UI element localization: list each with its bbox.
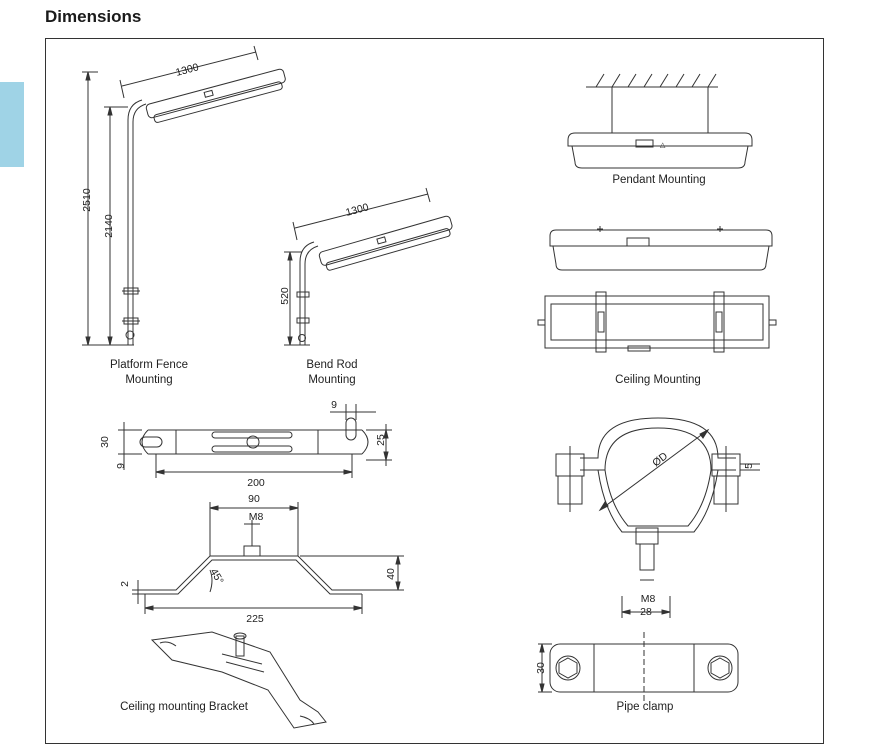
dim-plate-height: 30 [99, 436, 111, 448]
page-title: Dimensions [45, 7, 142, 26]
dim-clamp-side: 5 [743, 463, 755, 469]
caption-pipe-clamp: Pipe clamp [617, 701, 674, 713]
ceiling-mounting-drawing [537, 226, 777, 353]
caption-bend-1: Bend Rod [306, 359, 357, 371]
pendant-drawing: △ [567, 73, 753, 169]
dim-clamp-bolt: M8 [641, 593, 656, 605]
dim-clamp-diameter: ØD [650, 450, 670, 469]
pipe-clamp-plate-drawing [538, 632, 739, 704]
dim-bracket-bolt: M8 [249, 511, 264, 523]
caption-ceiling: Ceiling Mounting [615, 374, 701, 386]
bend-rod-drawing [284, 187, 453, 346]
dim-plate-slot-top: 9 [331, 399, 337, 411]
dim-bend-height: 520 [279, 287, 291, 305]
pipe-clamp-front-drawing [555, 417, 760, 618]
platform-fence-drawing [82, 45, 286, 346]
dim-clamp-width: 28 [640, 606, 652, 618]
caption-bend-2: Mounting [308, 374, 355, 386]
caption-platform-2: Mounting [125, 374, 172, 386]
dim-bend-length: 1300 [344, 201, 370, 219]
bracket-profile-drawing [132, 502, 404, 614]
dim-platform-length: 1300 [174, 61, 200, 79]
dim-bracket-top-width: 90 [248, 493, 260, 505]
dim-plate-width: 200 [247, 477, 265, 489]
caption-bracket: Ceiling mounting Bracket [120, 701, 249, 713]
dim-bracket-thickness: 2 [119, 581, 131, 587]
dim-bracket-height: 40 [385, 568, 397, 580]
dim-clamp-plate-height: 30 [535, 662, 547, 674]
dim-plate-offset: 25 [375, 434, 387, 446]
dim-plate-slot-side: 9 [115, 463, 127, 469]
dim-platform-pole-height: 2140 [103, 214, 115, 238]
dim-bracket-total-width: 225 [246, 613, 264, 625]
dim-platform-total-height: 2510 [81, 188, 93, 212]
side-tab-marker [0, 82, 24, 167]
caption-pendant: Pendant Mounting [612, 174, 705, 186]
dim-bracket-angle: 45° [207, 567, 225, 587]
drawing-frame [45, 38, 824, 744]
svg-text:△: △ [660, 142, 666, 149]
caption-platform-1: Platform Fence [110, 359, 188, 371]
mounting-plate-drawing [118, 404, 392, 478]
bracket-isometric-drawing [150, 631, 327, 729]
